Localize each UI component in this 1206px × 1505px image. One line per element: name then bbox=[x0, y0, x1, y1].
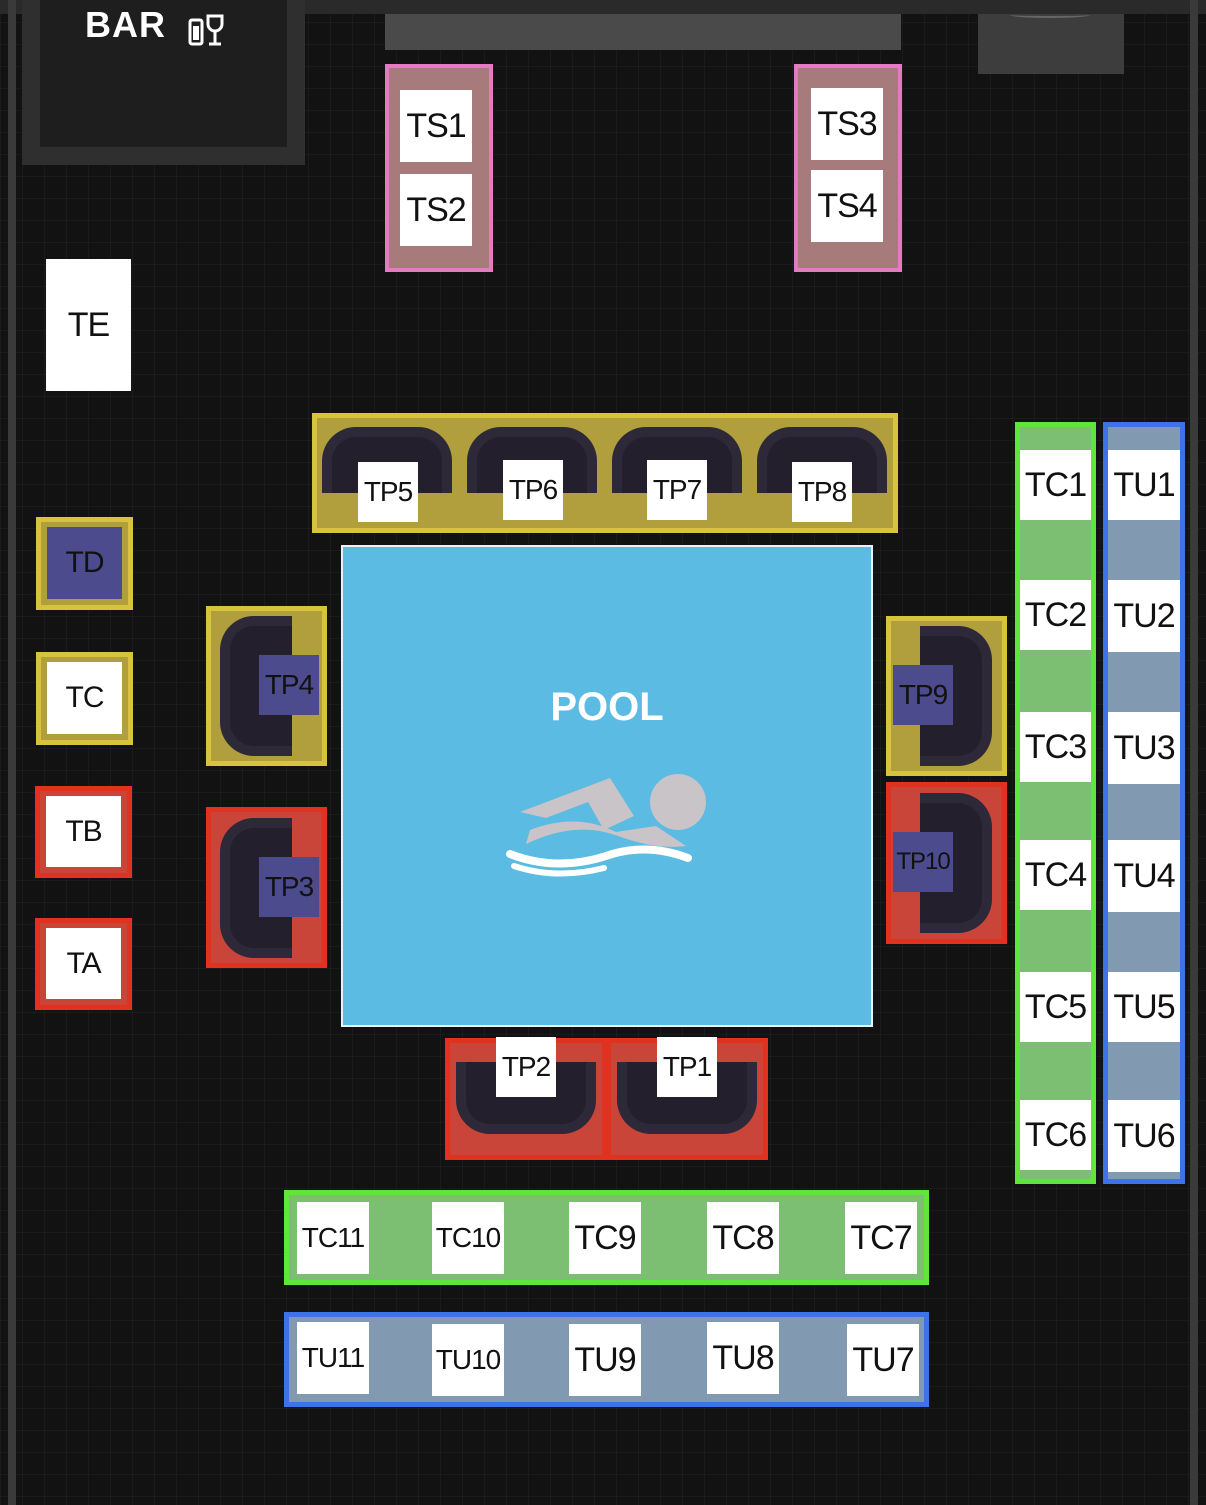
table-tu8[interactable]: TU8 bbox=[707, 1322, 779, 1394]
table-tc5[interactable]: TC5 bbox=[1020, 972, 1091, 1042]
table-tu11[interactable]: TU11 bbox=[297, 1322, 369, 1394]
table-tu9[interactable]: TU9 bbox=[569, 1324, 641, 1396]
table-ta[interactable]: TA bbox=[46, 928, 121, 999]
table-tu2[interactable]: TU2 bbox=[1108, 580, 1180, 652]
bottle-glass-icon bbox=[188, 12, 228, 55]
corner-block bbox=[978, 14, 1124, 74]
table-tu6[interactable]: TU6 bbox=[1108, 1100, 1180, 1172]
table-tc4[interactable]: TC4 bbox=[1020, 840, 1091, 910]
table-tc2[interactable]: TC2 bbox=[1020, 580, 1091, 650]
table-tp7[interactable]: TP7 bbox=[647, 460, 707, 520]
table-tc8[interactable]: TC8 bbox=[707, 1202, 779, 1274]
pool: POOL bbox=[341, 545, 873, 1027]
couch-tp9 bbox=[920, 626, 992, 766]
table-tc9[interactable]: TC9 bbox=[569, 1202, 641, 1274]
table-tc3[interactable]: TC3 bbox=[1020, 712, 1091, 782]
table-tc11[interactable]: TC11 bbox=[297, 1202, 369, 1274]
bar-counter bbox=[40, 0, 287, 147]
table-ts1[interactable]: TS1 bbox=[400, 90, 472, 162]
bar-label: BAR bbox=[85, 4, 166, 45]
table-tp9[interactable]: TP9 bbox=[893, 665, 953, 725]
table-tu1[interactable]: TU1 bbox=[1108, 450, 1180, 520]
table-tc7[interactable]: TC7 bbox=[845, 1202, 917, 1274]
tu-column bbox=[1103, 422, 1185, 1184]
table-tu10[interactable]: TU10 bbox=[432, 1324, 504, 1396]
table-tc1[interactable]: TC1 bbox=[1020, 450, 1091, 520]
table-tu7[interactable]: TU7 bbox=[847, 1324, 919, 1396]
table-tb[interactable]: TB bbox=[46, 796, 121, 867]
table-tc[interactable]: TC bbox=[47, 662, 122, 734]
tc-column bbox=[1015, 422, 1096, 1184]
swimmer-icon bbox=[506, 772, 706, 882]
couch-tp8 bbox=[757, 427, 887, 493]
table-tc10[interactable]: TC10 bbox=[432, 1202, 504, 1274]
table-tc6[interactable]: TC6 bbox=[1020, 1100, 1091, 1170]
table-tp8[interactable]: TP8 bbox=[792, 462, 852, 522]
table-ts3[interactable]: TS3 bbox=[811, 88, 883, 160]
table-tp10[interactable]: TP10 bbox=[893, 832, 953, 892]
table-tp3[interactable]: TP3 bbox=[259, 857, 319, 917]
table-ts4[interactable]: TS4 bbox=[811, 170, 883, 242]
pool-label: POOL bbox=[550, 685, 664, 729]
table-tu3[interactable]: TU3 bbox=[1108, 712, 1180, 784]
table-tp6[interactable]: TP6 bbox=[503, 460, 563, 520]
table-te[interactable]: TE bbox=[46, 259, 131, 391]
table-tp5[interactable]: TP5 bbox=[358, 462, 418, 522]
left-wall bbox=[8, 0, 16, 1505]
table-tu5[interactable]: TU5 bbox=[1108, 972, 1180, 1042]
table-ts2[interactable]: TS2 bbox=[400, 174, 472, 246]
table-tp1[interactable]: TP1 bbox=[657, 1037, 717, 1097]
corner-block-edge bbox=[1010, 12, 1090, 18]
table-td[interactable]: TD bbox=[47, 527, 122, 599]
top-strip bbox=[385, 14, 901, 50]
right-wall bbox=[1190, 0, 1198, 1505]
table-tu4[interactable]: TU4 bbox=[1108, 840, 1180, 912]
table-tp2[interactable]: TP2 bbox=[496, 1037, 556, 1097]
table-tp4[interactable]: TP4 bbox=[259, 655, 319, 715]
